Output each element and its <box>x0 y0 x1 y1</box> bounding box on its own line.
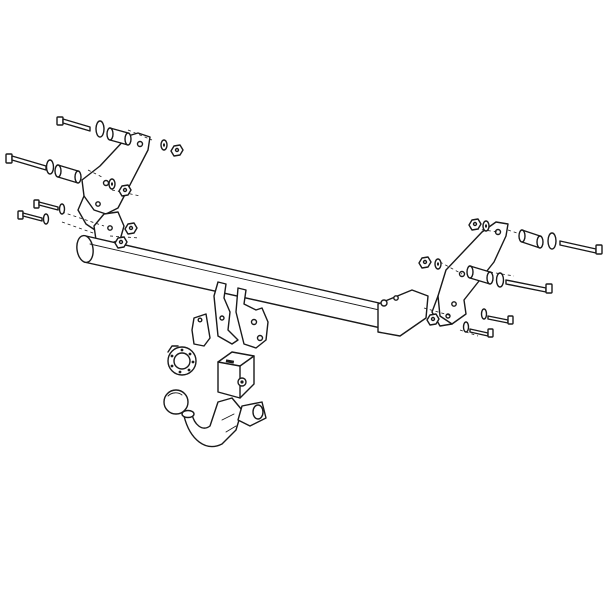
spacer-sleeve <box>106 127 132 146</box>
washer <box>42 213 50 225</box>
lock-housing <box>217 351 255 399</box>
bolt <box>487 315 514 325</box>
electrical-socket-plate <box>167 313 211 376</box>
crossbar <box>76 234 429 337</box>
spacer-sleeve <box>466 265 494 285</box>
washer <box>462 321 470 333</box>
washer <box>480 308 488 320</box>
nut <box>426 313 440 326</box>
spacer-sleeve <box>518 229 544 249</box>
nut <box>118 184 132 197</box>
bolt <box>33 199 59 211</box>
nut <box>124 222 138 235</box>
washer <box>434 258 442 270</box>
right-hardware <box>418 218 603 338</box>
washer <box>45 159 55 175</box>
bolt <box>56 116 91 132</box>
washer <box>495 272 505 288</box>
left-hardware <box>5 116 184 249</box>
nut <box>170 144 184 157</box>
bolt <box>559 240 603 255</box>
washer <box>95 120 105 138</box>
washer <box>160 139 168 151</box>
left-mounting-bracket <box>77 132 151 245</box>
bolt <box>17 210 43 222</box>
washer <box>482 220 490 232</box>
washer <box>108 178 116 190</box>
nut <box>468 218 482 231</box>
nut <box>418 256 432 269</box>
bolt <box>505 279 553 294</box>
washer <box>58 203 66 215</box>
nut <box>114 236 128 249</box>
washer <box>547 232 557 250</box>
detachable-tow-ball <box>163 389 267 448</box>
bolt <box>5 153 47 171</box>
center-tow-brackets <box>213 281 269 349</box>
spacer-sleeve <box>54 164 82 184</box>
bolt <box>469 328 494 338</box>
